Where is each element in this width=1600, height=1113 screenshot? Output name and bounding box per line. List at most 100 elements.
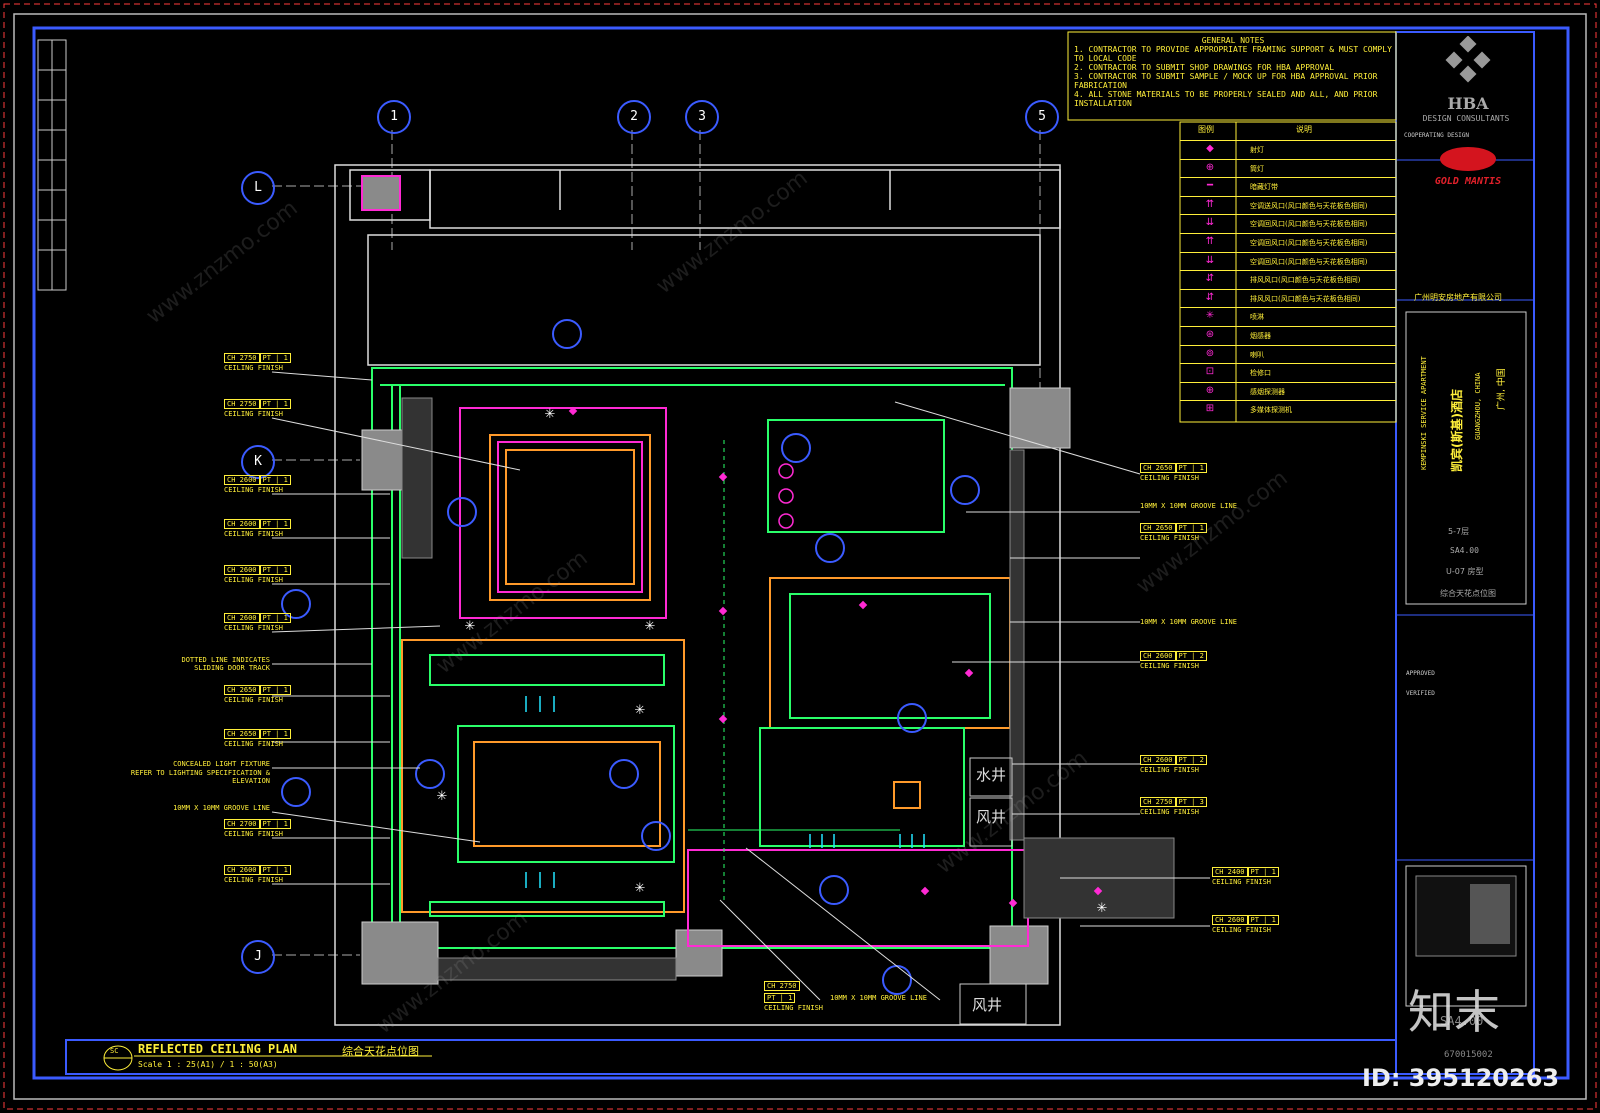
- watermark-id: ID: 395120263: [1362, 1064, 1560, 1092]
- ceiling-height: CH 2700: [224, 819, 260, 829]
- hba-logo: [1440, 35, 1496, 92]
- ceiling-finish: CEILING FINISH: [764, 1004, 824, 1012]
- general-notes-title: GENERAL NOTES: [1201, 36, 1265, 45]
- svg-text:✳: ✳: [465, 619, 476, 634]
- ceiling-finish: CEILING FINISH: [224, 876, 284, 884]
- paint-type: PT | 1: [259, 819, 291, 829]
- ceiling-finish: CEILING FINISH: [224, 486, 284, 494]
- paint-type: PT | 1: [259, 685, 291, 695]
- paint-type: PT | 1: [1247, 867, 1279, 877]
- legend-desc: 空调回风口(风口颜色与天花板色相同): [1250, 239, 1368, 247]
- legend-row: ⊕ 筒灯: [1180, 158, 1396, 178]
- city-en: GUANGZHOU, CHINA: [1474, 372, 1482, 440]
- downlight-icon: ⊕: [1205, 161, 1215, 173]
- paint-type: PT | 1: [259, 565, 291, 575]
- ceiling-height: CH 2600: [224, 475, 260, 485]
- access-panel-icon: ⊡: [1205, 366, 1215, 378]
- ceiling-height: CH 2600: [224, 613, 260, 623]
- note-groove-right-1: 10MM X 10MM GROOVE LINE: [1140, 502, 1237, 510]
- paint-type: PT | 3: [1175, 797, 1207, 807]
- legend-row: ⊚喇叭: [1180, 344, 1396, 364]
- legend-row: ◆射灯: [1180, 140, 1396, 159]
- legend-row: ⇈空调回风口(风口颜色与天花板色相同): [1180, 233, 1396, 252]
- general-note-line: 4. ALL STONE MATERIALS TO BE PROPERLY SE…: [1074, 90, 1378, 108]
- water-shaft-label: 水井: [976, 766, 1007, 784]
- smoke-detector2-icon: ⊕: [1205, 384, 1215, 396]
- svg-text:✳: ✳: [545, 407, 556, 422]
- ceiling-finish: CEILING FINISH: [1212, 926, 1272, 934]
- grid-bubble-col-3: 3: [685, 100, 719, 134]
- return-diffuser-icon: ⇊: [1205, 217, 1215, 229]
- note-groove-bottom: 10MM X 10MM GROOVE LINE: [830, 994, 927, 1002]
- hba-logo-sub: DESIGN CONSULTANTS: [1422, 114, 1510, 123]
- svg-text:✳: ✳: [645, 619, 656, 634]
- legend-row: ⇈空调送风口(风口颜色与天花板色相同): [1180, 195, 1396, 215]
- watermark-brand: 知末: [1408, 985, 1500, 1039]
- ceiling-height: CH 2650: [1140, 523, 1176, 533]
- sheet-number: SA4.00: [1450, 546, 1479, 555]
- project-cn: 凯宾(斯基)酒店: [1450, 389, 1464, 472]
- legend-desc: 感烟探测器: [1250, 387, 1285, 396]
- left-revision-strip: [37, 39, 67, 291]
- note-groove-line: 10MM X 10MM GROOVE LINE: [173, 804, 270, 812]
- legend-row: ⊛ 烟感器: [1180, 326, 1396, 345]
- legend-desc: 烟感器: [1250, 332, 1271, 340]
- legend-row: ⇵排风风口(风口颜色与天花板色相同): [1180, 270, 1396, 289]
- paint-type: PT | 1: [1175, 463, 1207, 473]
- general-note-line: 3. CONTRACTOR TO SUBMIT SAMPLE / MOCK UP…: [1074, 72, 1378, 90]
- legend-desc: 喇叭: [1250, 350, 1264, 359]
- paint-type: PT | 1: [259, 399, 291, 409]
- legend-desc: 排风风口(风口颜色与天花板色相同): [1250, 294, 1361, 303]
- ceiling-finish: CEILING FINISH: [1140, 534, 1200, 542]
- legend-row: ⇊ 空调回风口(风口颜色与天花板色相同): [1180, 214, 1396, 233]
- legend-desc: 检修口: [1250, 369, 1271, 378]
- grid-bubble-row-K: K: [241, 445, 275, 479]
- ceiling-height: CH 2650: [1140, 463, 1176, 473]
- paint-type: PT | 1: [259, 613, 291, 623]
- job-number: 670015002: [1444, 1050, 1493, 1060]
- ceiling-height: CH 2650: [224, 729, 260, 739]
- paint-type: PT | 1: [764, 993, 796, 1003]
- legend-desc: 暗藏灯带: [1250, 183, 1278, 192]
- plan-title-ref: SC: [110, 1047, 119, 1055]
- legend-desc: 空调回风口(风口颜色与天花板色相同): [1250, 257, 1368, 266]
- svg-text:✳: ✳: [635, 703, 646, 718]
- note-concealed-light: CONCEALED LIGHT FIXTURE: [173, 760, 270, 768]
- paint-type: PT | 2: [1175, 651, 1207, 661]
- ceiling-finish: CEILING FINISH: [224, 576, 284, 584]
- general-note-line: 1. CONTRACTOR TO PROVIDE APPROPRIATE FRA…: [1074, 45, 1392, 63]
- smoke-detector-icon: ⊛: [1205, 329, 1215, 340]
- ceiling-finish: CEILING FINISH: [224, 364, 284, 372]
- verified-label: VERIFIED: [1406, 690, 1435, 697]
- ceiling-height: CH 2750: [764, 981, 800, 991]
- floor-label: 5-7层: [1448, 527, 1470, 536]
- ceiling-height: CH 2600: [224, 565, 260, 575]
- ceiling-finish: CEILING FINISH: [1212, 878, 1272, 886]
- general-notes: GENERAL NOTES 1. CONTRACTOR TO PROVIDE A…: [1074, 36, 1392, 108]
- paint-type: PT | 2: [1175, 755, 1207, 765]
- legend-desc: 排风风口(风口颜色与天花板色相同): [1250, 276, 1361, 285]
- ceiling-finish: CEILING FINISH: [224, 530, 284, 538]
- wind-shaft-label-1: 风井: [976, 808, 1007, 826]
- hba-logo-name: HBA: [1447, 94, 1489, 113]
- legend-desc: 空调回风口(风口颜色与天花板色相同): [1250, 220, 1368, 229]
- legend-desc: 筒灯: [1250, 164, 1264, 173]
- gold-mantis-logo-icon: [1440, 147, 1496, 171]
- ceiling-finish: CEILING FINISH: [1140, 808, 1200, 816]
- gold-mantis-logo: [1438, 146, 1498, 172]
- cooperating-design: COOPERATING DESIGN: [1404, 132, 1470, 139]
- legend-desc: 空调送风口(风口颜色与天花板色相同): [1250, 201, 1368, 210]
- paint-type: PT | 1: [259, 865, 291, 875]
- paint-type: PT | 1: [259, 353, 291, 363]
